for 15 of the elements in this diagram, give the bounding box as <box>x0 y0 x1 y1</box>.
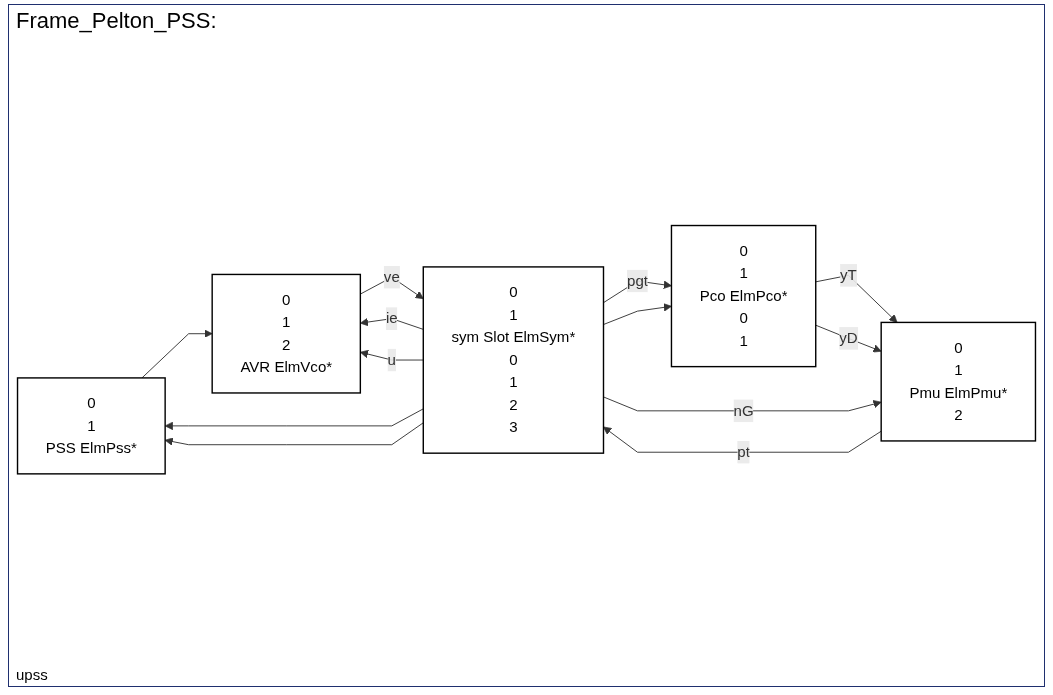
node-box: 0 1 Pco ElmPco* 0 1 <box>670 224 817 368</box>
node-box: 0 1 PSS ElmPss* <box>16 377 166 475</box>
edge-label: nG <box>733 402 754 419</box>
edge-label: ve <box>383 268 400 285</box>
diagram-title: Frame_Pelton_PSS: <box>16 8 217 34</box>
edge-label: yD <box>839 329 858 346</box>
node-box: 0 1 sym Slot ElmSym* 0 1 2 3 <box>422 266 605 454</box>
edge-label: yT <box>840 266 857 283</box>
node-box: 0 1 2 AVR ElmVco* <box>211 273 362 394</box>
edge-label: pgt <box>627 272 648 289</box>
node-box: 0 1 Pmu ElmPmu* 2 <box>880 321 1037 442</box>
edge-label: u <box>387 351 396 368</box>
edge-label: pt <box>737 443 750 460</box>
edge-label: ie <box>385 309 398 326</box>
signal-label: upss <box>16 666 48 683</box>
